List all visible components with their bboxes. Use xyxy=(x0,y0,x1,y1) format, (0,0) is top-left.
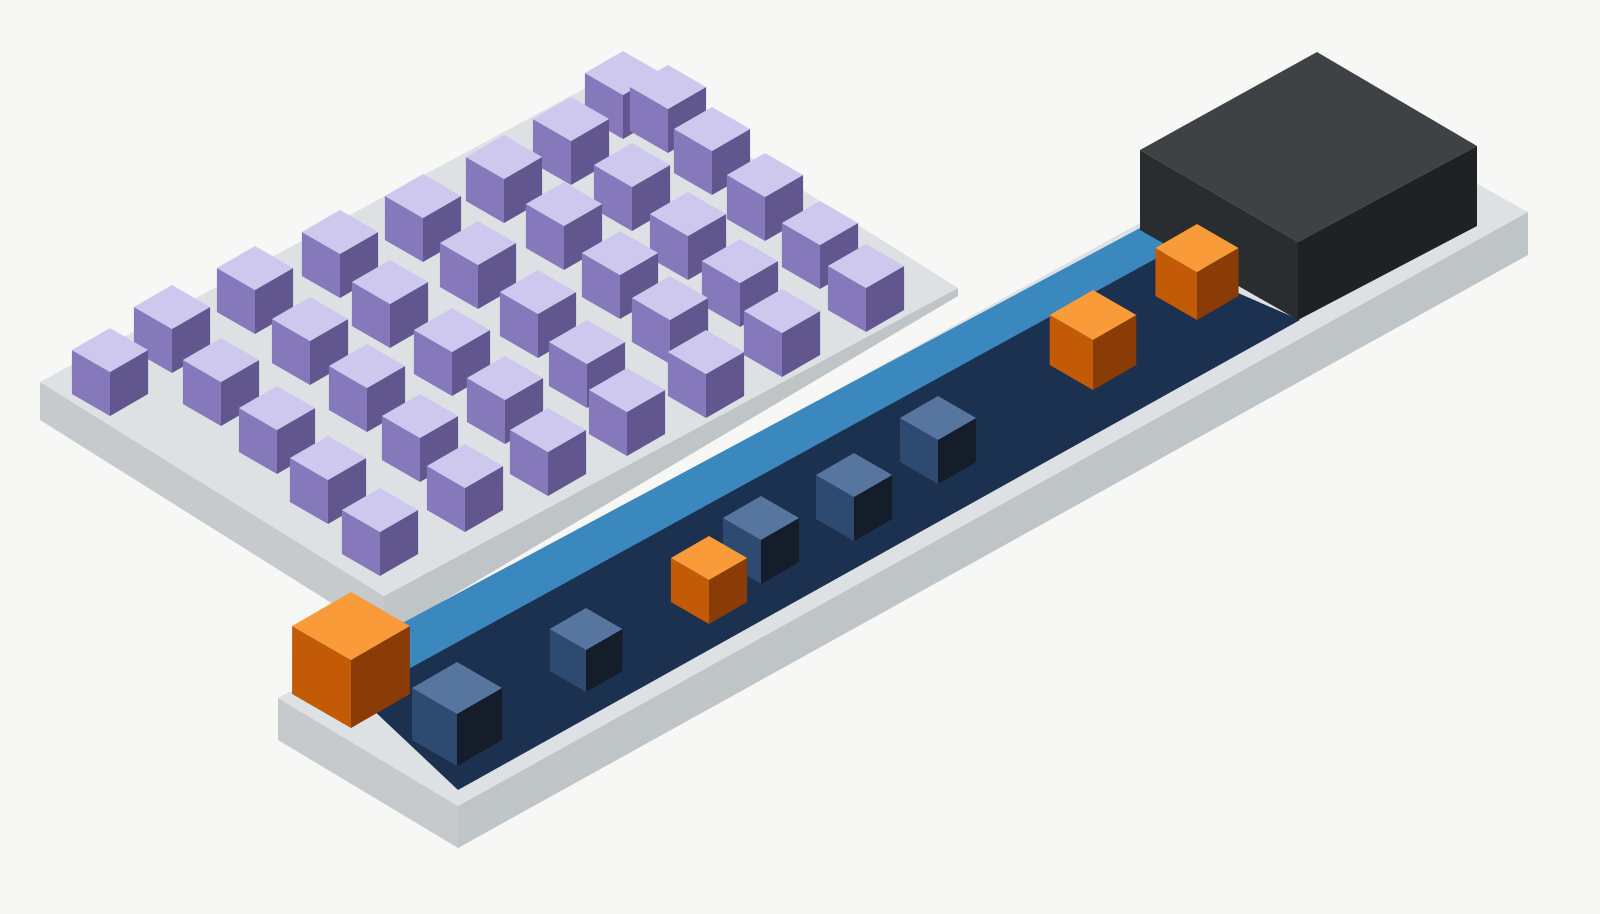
cube-top-face xyxy=(133,285,211,329)
cube-top-face xyxy=(384,174,462,218)
cube-top-face xyxy=(411,662,503,714)
platform-right-face xyxy=(384,288,958,636)
purple-cube-icon xyxy=(182,338,260,426)
slate-cube-icon xyxy=(815,453,893,541)
orange-cube-icon xyxy=(292,592,410,728)
cube-top-face xyxy=(238,386,316,430)
purple-cube-icon xyxy=(271,297,349,385)
platform-left-face xyxy=(40,382,384,636)
cube-top-face xyxy=(509,408,587,452)
cube-top-face xyxy=(466,356,544,400)
orange-cube-icon xyxy=(1155,224,1239,320)
cube-top-face xyxy=(381,394,459,438)
purple-cube-grid xyxy=(71,51,905,576)
slate-cube-icon xyxy=(549,608,623,692)
cube-top-face xyxy=(465,135,543,179)
purple-cube-icon xyxy=(726,153,804,241)
cube-top-face xyxy=(426,444,504,488)
cube-top-face xyxy=(781,201,859,245)
slate-cube-icon xyxy=(899,396,977,484)
cube-left-face xyxy=(549,629,586,692)
cube-top-face xyxy=(525,182,603,226)
purple-cube-icon xyxy=(465,135,543,223)
purple-cube-icon xyxy=(509,408,587,496)
cube-right-face xyxy=(586,629,623,692)
cube-top-face xyxy=(439,221,517,265)
cube-top-face xyxy=(328,344,406,388)
lane-blue-strip xyxy=(352,228,1175,700)
cube-top-face xyxy=(499,270,577,314)
platform-left-face xyxy=(278,698,458,848)
cube-top-face xyxy=(743,289,821,333)
cube-top-face xyxy=(1049,290,1137,340)
cube-top-face xyxy=(351,260,429,304)
orange-cube-icon xyxy=(670,536,748,624)
cube-top-face xyxy=(413,308,491,352)
cube-top-face xyxy=(726,153,804,197)
cube-top-face xyxy=(289,436,367,480)
purple-cube-icon xyxy=(466,356,544,444)
cube-right-face xyxy=(1197,248,1239,320)
purple-cube-icon xyxy=(667,330,745,418)
cube-right-face xyxy=(1093,315,1137,390)
cube-top-face xyxy=(292,592,410,660)
purple-cube-icon xyxy=(827,244,905,332)
purple-cube-icon xyxy=(743,289,821,377)
cube-top-face xyxy=(216,246,294,290)
cube-left-face xyxy=(411,688,457,766)
cube-left-face xyxy=(1049,315,1093,390)
cube-top-face xyxy=(670,536,748,580)
cube-top-face xyxy=(548,320,626,364)
cube-top-face xyxy=(827,244,905,288)
purple-cube-icon xyxy=(71,328,149,416)
cube-top-face xyxy=(629,65,707,109)
cube-right-face xyxy=(351,626,410,728)
purple-cube-icon xyxy=(341,488,419,576)
cube-left-face xyxy=(71,350,110,416)
cube-left-face xyxy=(1155,248,1197,320)
cube-top-face xyxy=(588,368,666,412)
cube-top-face xyxy=(549,608,623,650)
orange-cube-icon xyxy=(1049,290,1137,390)
block-right-face xyxy=(1298,146,1477,320)
cube-top-face xyxy=(899,396,977,440)
cube-top-face xyxy=(593,143,671,187)
cube-top-face xyxy=(341,488,419,532)
cube-top-face xyxy=(667,330,745,374)
dark-block-icon xyxy=(1140,52,1477,320)
cube-top-face xyxy=(815,453,893,497)
cube-top-face xyxy=(722,496,800,540)
purple-cube-icon xyxy=(439,221,517,309)
slate-cube-icon xyxy=(411,662,503,766)
cube-top-face xyxy=(631,276,709,320)
purple-cube-icon xyxy=(426,444,504,532)
cube-top-face xyxy=(71,328,149,372)
purple-cube-icon xyxy=(216,246,294,334)
purple-cube-icon xyxy=(673,107,751,195)
cube-top-face xyxy=(301,210,379,254)
block-top-face xyxy=(1140,52,1477,242)
cube-top-face xyxy=(581,231,659,275)
cube-top-face xyxy=(532,97,610,141)
cube-right-face xyxy=(457,688,503,766)
cube-left-face xyxy=(292,626,351,728)
cube-top-face xyxy=(271,297,349,341)
block-left-face xyxy=(1140,150,1298,320)
purple-cube-icon xyxy=(588,368,666,456)
conveyor-cubes xyxy=(292,224,1239,766)
cube-top-face xyxy=(182,338,260,382)
cube-top-face xyxy=(649,192,727,236)
cube-top-face xyxy=(701,239,779,283)
cube-top-face xyxy=(673,107,751,151)
cube-top-face xyxy=(1155,224,1239,272)
platform-right-face xyxy=(458,212,1528,848)
